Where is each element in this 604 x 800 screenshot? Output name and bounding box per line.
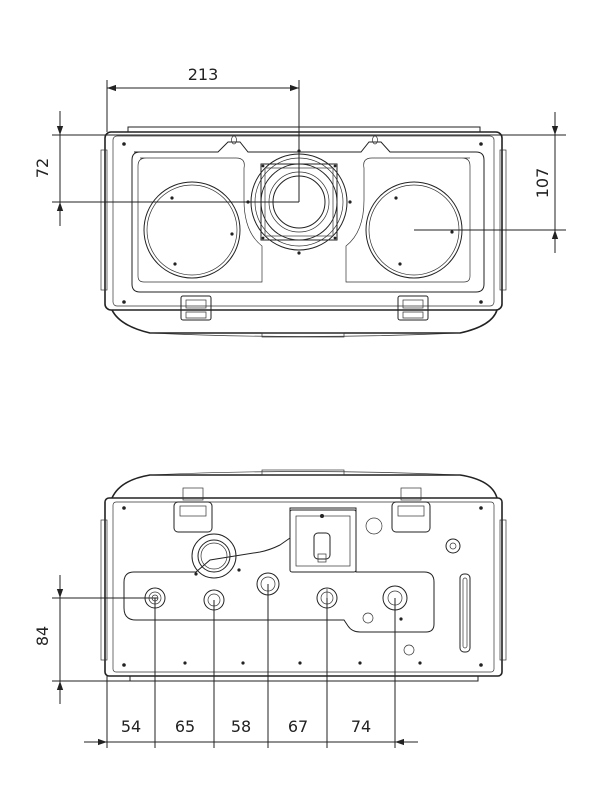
chain-label-5: 74 xyxy=(351,717,371,736)
bottom-bracket-right xyxy=(391,487,431,533)
dimension-107: 107 xyxy=(300,112,566,253)
bracket-right xyxy=(397,295,429,321)
chain-dimension: 54 65 58 67 74 xyxy=(84,584,418,748)
chain-label-3: 58 xyxy=(231,717,251,736)
bottom-housing xyxy=(100,469,507,682)
chain-label-2: 65 xyxy=(175,717,195,736)
dim-label-84: 84 xyxy=(33,626,52,646)
level-slot xyxy=(459,573,471,653)
bottom-plate-outline xyxy=(123,507,435,633)
dimension-72: 72 xyxy=(33,111,300,226)
dimension-84: 84 xyxy=(33,575,158,704)
top-housing xyxy=(100,126,507,338)
chain-label-4: 67 xyxy=(288,717,308,736)
flue-collar xyxy=(191,533,241,579)
control-box xyxy=(289,509,383,573)
top-panel-outline xyxy=(131,141,485,293)
dim-label-107: 107 xyxy=(533,168,552,199)
top-view: 213 72 107 xyxy=(33,65,566,338)
bottom-view: 84 54 65 58 67 74 xyxy=(33,469,507,748)
top-tab-right xyxy=(372,135,378,145)
dimension-213: 213 xyxy=(106,65,300,202)
dim-label-213: 213 xyxy=(188,65,219,84)
bottom-bracket-left xyxy=(173,487,213,533)
dim-label-72: 72 xyxy=(33,158,52,178)
bracket-left xyxy=(180,295,212,321)
left-port xyxy=(143,181,241,279)
top-tab-left xyxy=(231,135,237,145)
chain-label-1: 54 xyxy=(121,717,141,736)
